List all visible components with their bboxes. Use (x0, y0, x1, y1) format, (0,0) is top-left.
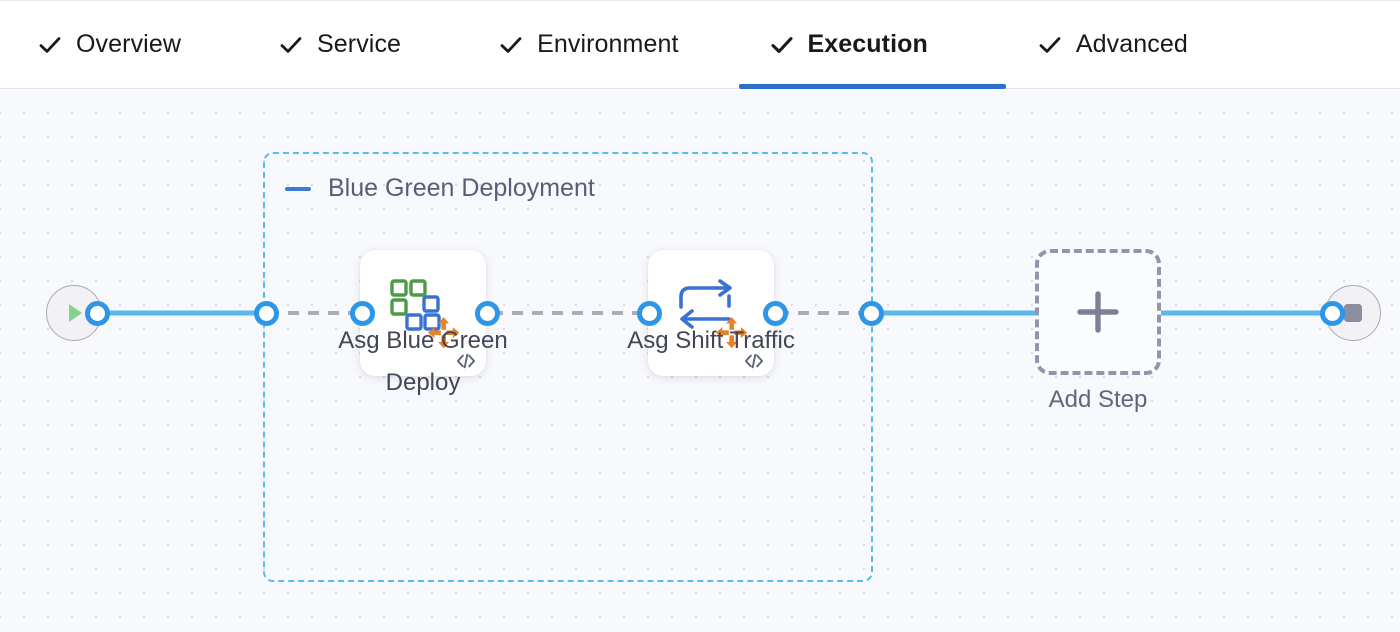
tab-service[interactable]: Service (279, 0, 499, 89)
asg-blue-green-deploy-icon (390, 279, 460, 349)
stage-group-blue-green-deployment[interactable] (263, 152, 873, 582)
tab-overview[interactable]: Overview (38, 0, 279, 89)
minus-icon[interactable] (285, 186, 311, 191)
code-badge-icon (456, 353, 476, 369)
add-step-label: Add Step (1048, 386, 1148, 413)
check-icon (280, 36, 302, 53)
port-end-in[interactable] (1320, 301, 1345, 326)
port-step1-out[interactable] (475, 301, 500, 326)
stage-group-header[interactable]: Blue Green Deployment (285, 174, 595, 203)
port-start-out[interactable] (85, 301, 110, 326)
tab-environment[interactable]: Environment (499, 0, 738, 89)
connector-links (97, 310, 1333, 316)
step-label-asg-shift-traffic: Asg Shift Traffic (627, 327, 795, 354)
stage-group-title: Blue Green Deployment (328, 174, 595, 202)
check-icon (500, 36, 522, 53)
step-node-asg-blue-green-deploy[interactable] (360, 250, 486, 376)
tab-label: Overview (76, 30, 181, 58)
tab-label: Environment (537, 30, 679, 58)
stop-icon (1344, 304, 1362, 322)
port-step2-out[interactable] (763, 301, 788, 326)
tab-label: Advanced (1075, 30, 1188, 58)
step-label-asg-blue-green-deploy: Asg Blue Green Deploy (338, 327, 508, 396)
step-node-asg-shift-traffic[interactable] (648, 250, 774, 376)
port-step2-in[interactable] (637, 301, 662, 326)
wizard-tab-bar: Overview Service Environment Execution (0, 0, 1400, 89)
tab-execution[interactable]: Execution (738, 0, 1006, 89)
check-icon (39, 36, 61, 53)
tab-advanced[interactable]: Advanced (1006, 0, 1220, 89)
play-icon (69, 304, 82, 322)
port-stage-out[interactable] (859, 301, 884, 326)
asg-shift-traffic-icon (679, 279, 748, 349)
plus-icon (1077, 291, 1119, 333)
check-icon (770, 36, 793, 53)
port-stage-in[interactable] (254, 301, 279, 326)
tab-active-underline (738, 84, 1006, 89)
pipeline-canvas[interactable]: Blue Green Deployment (0, 90, 1400, 632)
tab-label: Execution (807, 30, 928, 58)
tab-label: Service (317, 30, 402, 58)
check-icon (1039, 36, 1061, 53)
code-badge-icon (744, 353, 764, 369)
add-step-button[interactable] (1035, 249, 1161, 375)
port-step1-in[interactable] (350, 301, 375, 326)
